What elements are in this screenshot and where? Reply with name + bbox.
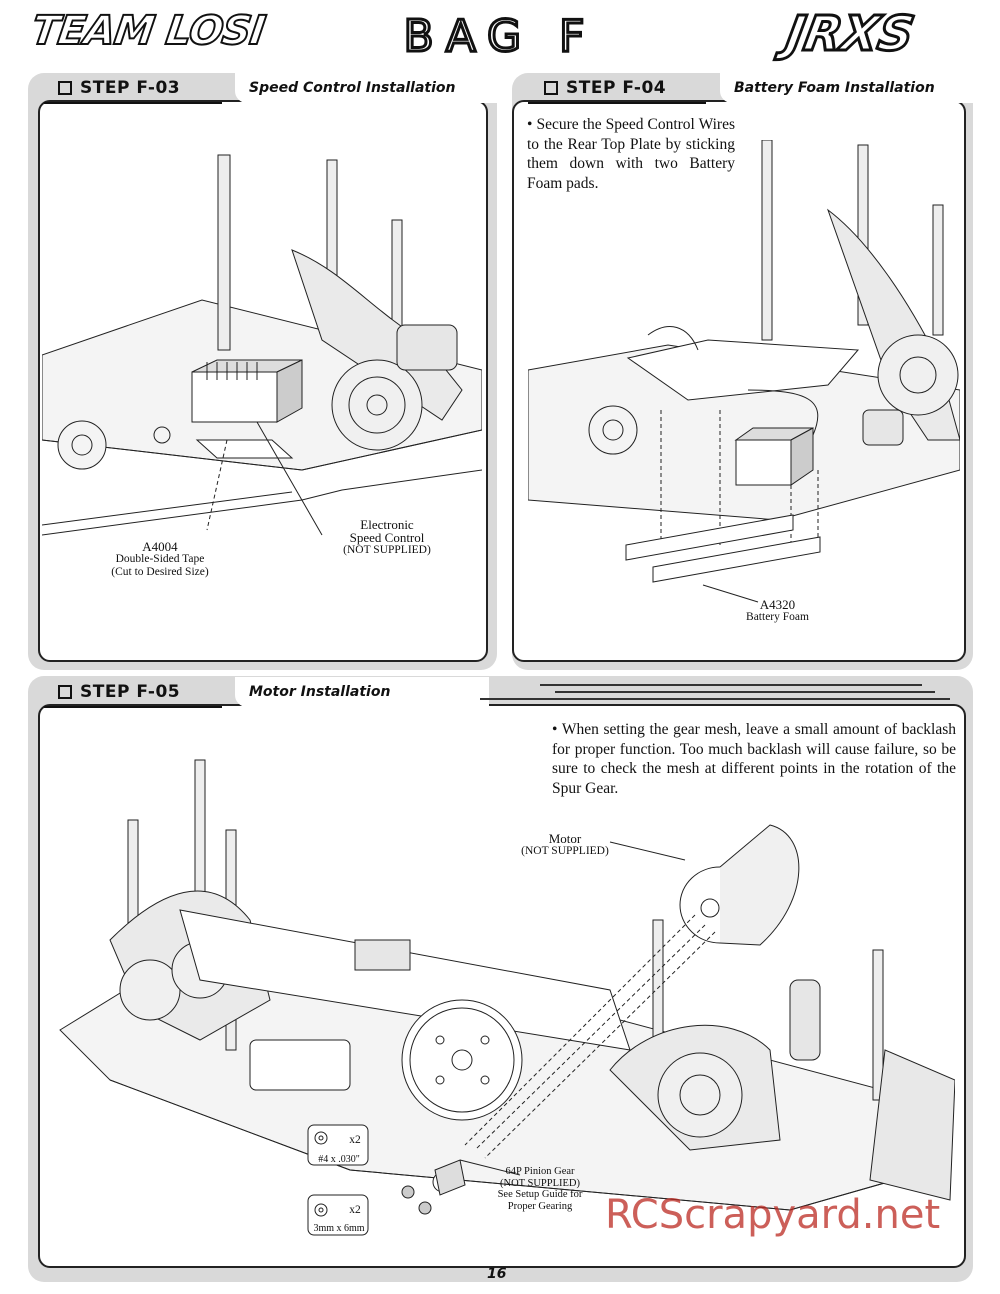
step-f03-title: Speed Control Installation [235, 73, 499, 103]
step-f03-underline [44, 102, 222, 104]
callout-a4320: A4320 Battery Foam [746, 597, 809, 623]
callout-a4004: A4004 Double-Sided Tape (Cut to Desired … [111, 539, 209, 578]
speed-control-illustration [42, 140, 482, 560]
hardware-washer-size: #4 x .030" [318, 1154, 360, 1165]
deco-line [555, 691, 935, 693]
step-f04-label: STEP F-04 [544, 78, 666, 98]
motor-installation-illustration [50, 740, 955, 1245]
deco-line [540, 684, 922, 686]
checkbox-icon [544, 81, 558, 95]
jrxs-logo: JRXS [780, 5, 919, 64]
page-number: 16 [487, 1266, 507, 1282]
checkbox-icon [58, 81, 72, 95]
bag-title: BAG F [402, 11, 597, 62]
step-f04-note: • Secure the Speed Control Wires to the … [527, 116, 735, 192]
watermark: RCScrapyard.net [605, 1192, 941, 1238]
step-f05-label: STEP F-05 [58, 682, 180, 702]
checkbox-icon [58, 685, 72, 699]
step-f05-underline [44, 706, 222, 708]
hardware-screw-size: 3mm x 6mm [313, 1223, 365, 1234]
step-f05-note: • When setting the gear mesh, leave a sm… [552, 721, 956, 797]
callout-pinion-gear: 64P Pinion Gear (NOT SUPPLIED) See Setup… [497, 1166, 583, 1212]
callout-speed-control: Electronic Speed Control (NOT SUPPLIED) [343, 517, 431, 556]
deco-line [480, 698, 950, 700]
hardware-washer-qty: x2 [349, 1134, 361, 1146]
callout-motor: Motor (NOT SUPPLIED) [521, 831, 609, 857]
step-f04-underline [528, 102, 706, 104]
step-f03-label: STEP F-03 [58, 78, 180, 98]
hardware-screw-qty: x2 [349, 1204, 361, 1216]
battery-foam-illustration [528, 140, 960, 630]
step-f04-title: Battery Foam Installation [720, 73, 979, 103]
step-f05-title: Motor Installation [235, 677, 489, 707]
team-losi-logo: TEAM LOSI [28, 7, 269, 55]
